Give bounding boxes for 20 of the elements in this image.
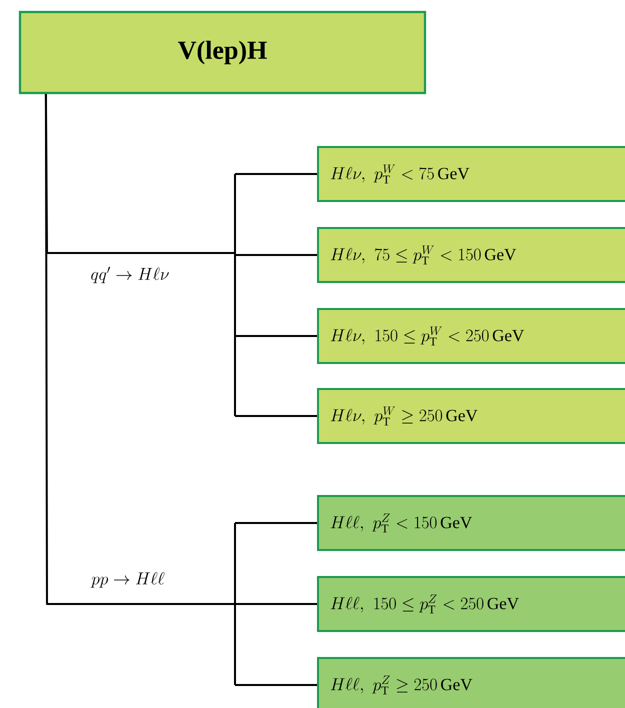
branch-label: $pp \to H\ell\ell$ <box>90 572 164 588</box>
connector-bar <box>234 523 236 685</box>
category-box: $H\ell\nu,\ p_{\mathrm{T}}^{W} < 75\,\mathrm{GeV}$ <box>317 146 625 202</box>
connector-line <box>235 335 317 337</box>
category-box: $H\ell\nu,\ 75 \leq p_{\mathrm{T}}^{W} < 150\,\mathrm{GeV}$ <box>317 227 625 283</box>
connector-line <box>235 684 317 686</box>
connector-line <box>235 173 317 175</box>
category-box: $H\ell\ell,\ p_{\mathrm{T}}^{Z} \geq 250\,\mathrm{GeV}$ <box>317 657 625 708</box>
connector-line <box>235 603 317 605</box>
connector-line <box>235 254 317 256</box>
category-box: $H\ell\nu,\ p_{\mathrm{T}}^{W} \geq 250\,\mathrm{GeV}$ <box>317 388 625 444</box>
category-box: $H\ell\ell,\ 150 \leq p_{\mathrm{T}}^{Z} < 250\,\mathrm{GeV}$ <box>317 576 625 632</box>
title-box: V(lep)H <box>18 10 426 94</box>
connector-line <box>235 522 317 524</box>
category-box: $H\ell\ell,\ p_{\mathrm{T}}^{Z} < 150\,\mathrm{GeV}$ <box>317 495 625 551</box>
connector-bar <box>234 174 236 416</box>
connector-trunk <box>44 94 235 605</box>
connector-line <box>235 415 317 417</box>
category-box: $H\ell\nu,\ 150 \leq p_{\mathrm{T}}^{W} < 250\,\mathrm{GeV}$ <box>317 308 625 364</box>
branch-label: $qq' \to H\ell\nu$ <box>91 266 169 284</box>
